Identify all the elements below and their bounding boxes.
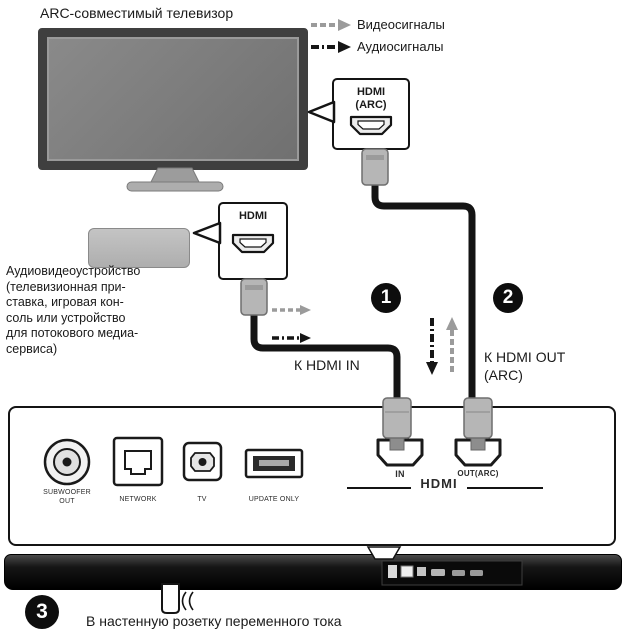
tv-port-label: TV — [197, 496, 207, 503]
hdmi-callout-label: HDMI — [238, 210, 268, 222]
video-signal-arrow-icon — [311, 19, 351, 31]
wall-outlet-label: В настенную розетку переменного тока — [86, 613, 342, 629]
arc-callout-pointer — [307, 100, 336, 124]
audio-signal-arrow-icon — [311, 41, 351, 53]
tv-illustration — [38, 28, 308, 170]
step-3-badge: 3 — [25, 595, 59, 629]
av-device-label: Аудиовидеоустройство (телевизионная при-… — [6, 264, 141, 356]
to-hdmi-out-arc-label: К HDMI OUT (ARC) — [484, 349, 566, 383]
update-only-label: UPDATE ONLY — [248, 496, 300, 503]
hdmi-plug — [240, 278, 268, 316]
hdmi-arc-callout: HDMI (ARC) — [332, 78, 410, 150]
video-signal-arrow-icon — [272, 305, 311, 315]
hdmi-connector-icon — [231, 233, 275, 254]
av-device-illustration — [88, 228, 190, 268]
hdmi-logo: HDMI — [420, 476, 458, 491]
hdmi-out-arc-label: OUT(ARC) — [457, 469, 499, 478]
hdmi-callout-pointer — [192, 221, 222, 245]
subwoofer-out-label: SUBWOOFER OUT — [43, 489, 91, 505]
tv-label: ARC-совместимый телевизор — [40, 5, 234, 21]
network-label: NETWORK — [119, 496, 157, 503]
audio-signal-down-arrow-icon — [426, 318, 438, 375]
legend-video-label: Видеосигналы — [357, 17, 445, 32]
audio-signal-arrow-icon — [272, 333, 311, 343]
hdmi-connector-icon — [349, 115, 393, 136]
soundbar-rear-panel — [8, 406, 616, 546]
hdmi-callout: HDMI — [218, 202, 288, 280]
video-signal-up-arrow-icon — [446, 317, 458, 372]
step-2-badge: 2 — [493, 283, 523, 313]
hdmi-plug — [361, 148, 389, 186]
soundbar-illustration — [4, 554, 622, 590]
tv-stand-icon — [126, 167, 224, 192]
to-hdmi-in-label: К HDMI IN — [294, 357, 360, 373]
legend-audio-label: Аудиосигналы — [357, 39, 444, 54]
hdmi-in-label: IN — [395, 469, 405, 479]
hdmi-arc-callout-label: HDMI (ARC) — [355, 86, 387, 111]
step-1-badge: 1 — [371, 283, 401, 313]
